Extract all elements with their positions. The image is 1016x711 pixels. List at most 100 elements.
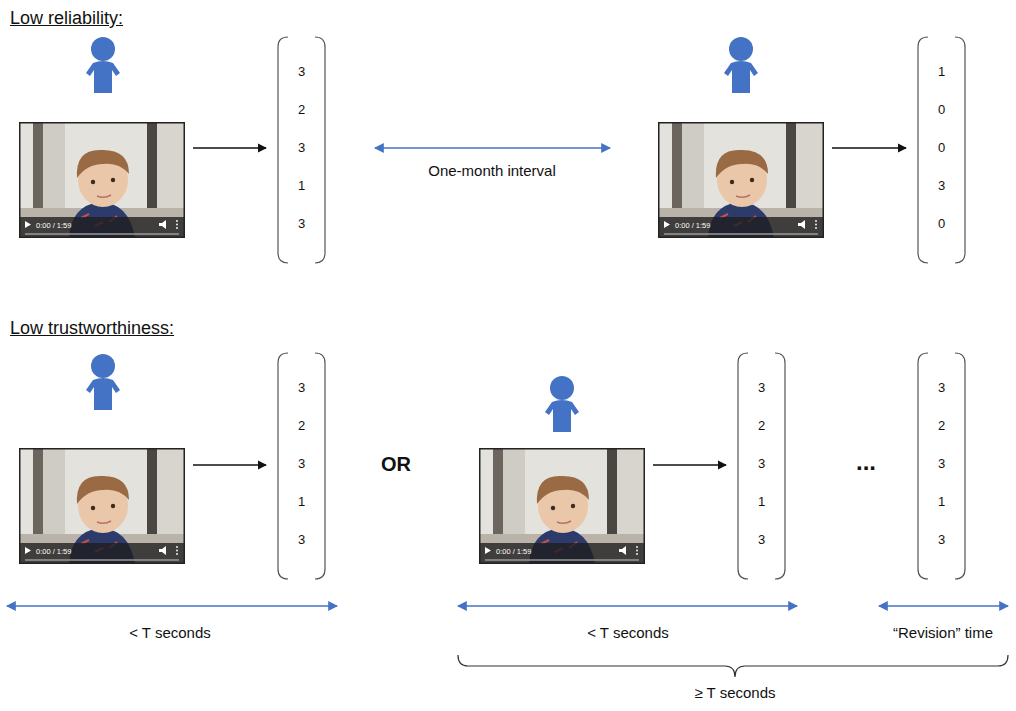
wall-background [658,122,824,238]
child-mouth [557,521,571,523]
rating-value: 1 [278,494,325,510]
child-eye [91,180,95,184]
flow-arrow [832,147,906,148]
ellipsis-label: ... [856,448,876,477]
or-label: OR [381,452,411,476]
rating-value: 2 [278,418,325,434]
child-eye [91,506,95,510]
progress-bar [664,233,818,235]
child-mouth [736,195,750,197]
wall-background [19,122,185,238]
control-bar [19,543,185,564]
video-still [19,448,185,564]
child-hair [77,150,129,178]
menu-dot [176,550,178,552]
play-button [485,547,491,554]
video-frame: 0:00 / 1:59 [19,448,185,564]
video-frame: 0:00 / 1:59 [19,122,185,238]
duration-arrow [458,605,797,606]
right-parenthesis [315,353,325,579]
child-mouth [97,195,111,197]
rating-value: 3 [278,140,325,156]
video-still [658,122,824,238]
volume-icon [159,220,166,229]
volume-icon [619,546,626,555]
rating-value: 0 [918,102,965,118]
child-mouth [97,521,111,523]
menu-dot [636,546,638,548]
menu-dot [636,550,638,552]
video-frame: 0:00 / 1:59 [658,122,824,238]
left-parenthesis [278,353,288,579]
frame-border [20,449,185,564]
left-parenthesis [918,353,928,579]
child-eye [750,178,754,182]
control-bar [19,217,185,238]
right-parenthesis [775,353,785,579]
menu-dot [815,227,817,229]
rating-value: 2 [918,418,965,434]
rating-value: 3 [278,216,325,232]
menu-dot [176,546,178,548]
person-icon [724,37,758,93]
duration-arrow [879,605,1008,606]
rating-value: 1 [278,178,325,194]
rating-value: 3 [738,456,785,472]
child-hair [77,476,129,504]
wall-background [479,448,645,564]
rating-vector: 10030 [918,37,965,263]
duration-label: < T seconds [129,624,211,642]
child-eye [551,506,555,510]
right-parenthesis [955,37,965,263]
rating-vector: 32313 [918,353,965,579]
section-heading: Low reliability: [10,8,123,30]
duration-label: “Revision” time [893,624,993,642]
child-eye [111,504,115,508]
person-icon [86,37,120,93]
video-timestamp: 0:00 / 1:59 [36,221,71,230]
video-frame: 0:00 / 1:59 [479,448,645,564]
right-parenthesis [955,353,965,579]
child-eye [730,180,734,184]
person-icon [545,376,579,432]
child-eye [111,178,115,182]
brace-bracket [458,655,1008,677]
video-still [479,448,645,564]
wall-background [19,448,185,564]
duration-arrow [7,605,337,606]
volume-icon [798,220,805,229]
child-hair [537,476,589,504]
rating-vector: 32313 [278,353,325,579]
flow-arrow [193,464,266,465]
video-timestamp: 0:00 / 1:59 [496,547,531,556]
section-heading: Low trustworthiness: [10,318,174,340]
menu-dot [636,553,638,555]
play-button [25,221,31,228]
rating-value: 2 [738,418,785,434]
rating-value: 3 [278,64,325,80]
rating-value: 3 [278,456,325,472]
rating-value: 3 [918,456,965,472]
menu-dot [815,224,817,226]
duration-label: < T seconds [587,624,669,642]
control-bar [658,217,824,238]
rating-vector: 3 2 3 1 3 [278,37,325,263]
rating-value: 0 [918,140,965,156]
menu-dot [176,553,178,555]
video-still [19,122,185,238]
rating-value: 3 [278,532,325,548]
frame-border [480,449,645,564]
rating-vector: 32313 [738,353,785,579]
left-parenthesis [738,353,748,579]
person-icon [86,354,120,410]
play-button [664,221,670,228]
interval-arrow [375,147,610,148]
menu-dot [176,227,178,229]
video-timestamp: 0:00 / 1:59 [36,547,71,556]
rating-value: 1 [918,64,965,80]
progress-bar [25,233,179,235]
rating-value: 2 [278,102,325,118]
